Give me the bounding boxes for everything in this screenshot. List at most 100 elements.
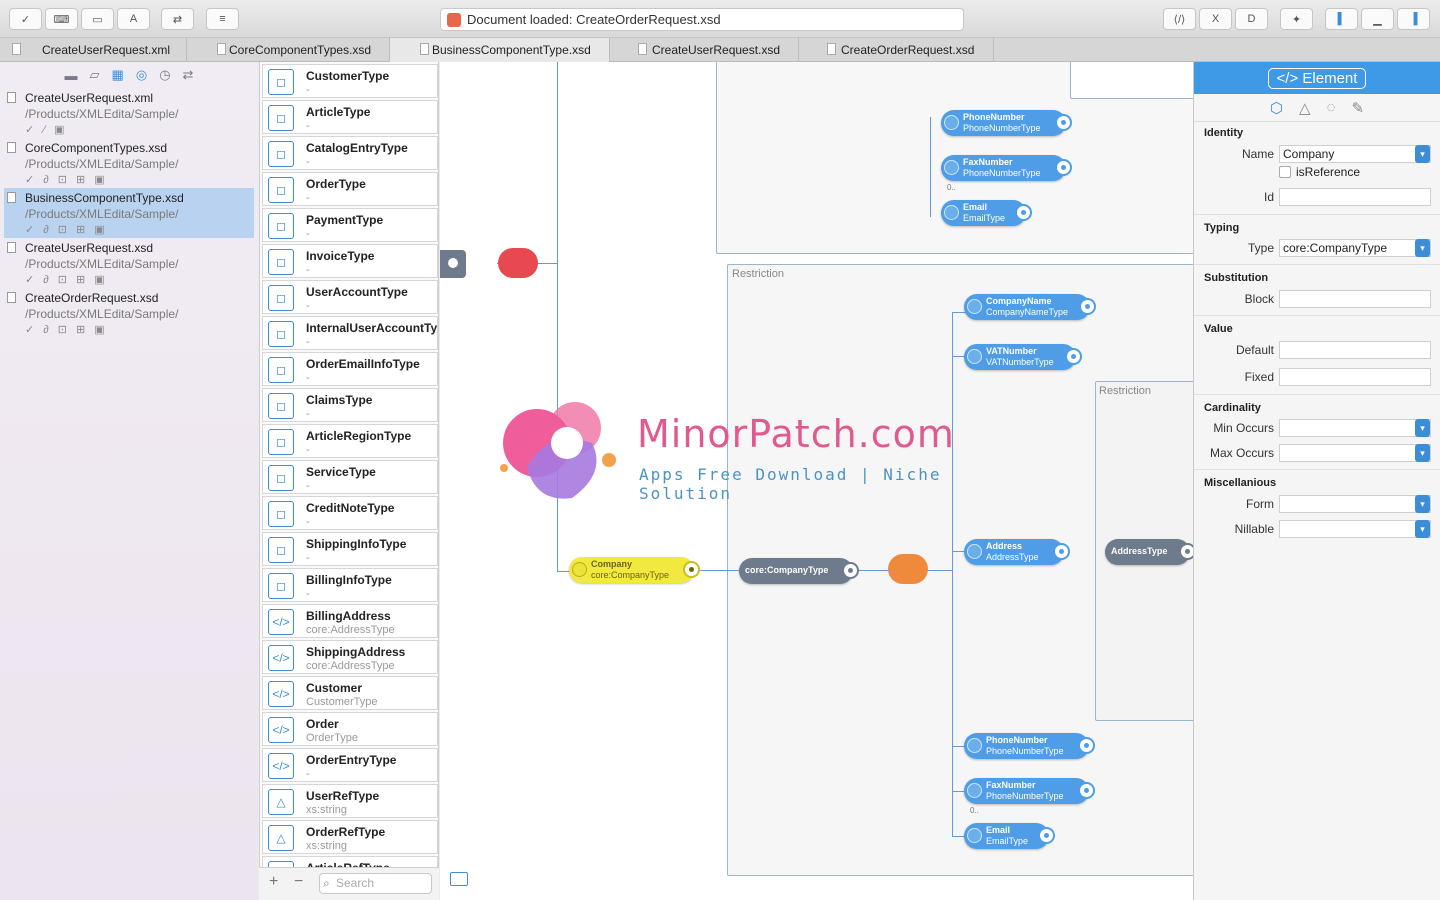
file-item[interactable]: CoreComponentTypes.xsd /Products/XMLEdit… [0, 138, 258, 188]
element-props-icon[interactable]: ⬡ [1269, 99, 1284, 117]
annotation-icon[interactable]: ✎ [1351, 99, 1365, 117]
xsl-transform-icon[interactable]: ✦ [1280, 8, 1313, 30]
clock-icon[interactable]: ◷ [159, 67, 171, 82]
drive-icon[interactable]: ▬ [64, 67, 78, 83]
chevron-down-icon[interactable]: ▾ [1415, 495, 1430, 513]
nillable-field[interactable]: ▾ [1279, 520, 1431, 538]
form-field[interactable]: ▾ [1279, 495, 1431, 513]
tab-createuserrequest-xsd[interactable]: CreateUserRequest.xsd [610, 38, 799, 62]
isreference-checkbox[interactable] [1279, 166, 1291, 178]
type-list-item[interactable]: ◻PaymentType- [262, 208, 438, 242]
search-input[interactable]: ⌕ Search [319, 873, 432, 894]
expand-icon[interactable] [1015, 204, 1032, 221]
type-list-item[interactable]: ◻OrderEmailInfoType- [262, 352, 438, 386]
globe-icon[interactable]: ◎ [135, 67, 148, 82]
type-list-item[interactable]: ◻ShippingInfoType- [262, 532, 438, 566]
panel-toggle-icon[interactable] [450, 872, 468, 886]
translate-icon[interactable]: ⇄ [161, 8, 194, 30]
type-list-item[interactable]: ◻InternalUserAccountTy|- [262, 316, 438, 350]
type-list-item[interactable]: ◻ServiceType- [262, 460, 438, 494]
validate-icon[interactable]: ✓ [9, 8, 42, 30]
chevron-down-icon[interactable]: ▾ [1415, 239, 1430, 257]
type-list-item[interactable]: ◻UserAccountType- [262, 280, 438, 314]
attributes-icon[interactable]: △ [1299, 99, 1311, 117]
root-element-node[interactable] [440, 250, 466, 278]
element-type-button[interactable]: </> Element [1267, 67, 1367, 89]
expand-icon[interactable] [1179, 543, 1193, 560]
node-core-companytype[interactable]: core:CompanyType [739, 558, 859, 584]
type-list-item[interactable]: ◻ArticleType- [262, 100, 438, 134]
left-panel-toggle-icon[interactable]: ▌ [1325, 8, 1358, 30]
indent-icon[interactable]: ≡ [206, 8, 239, 30]
type-list-item[interactable]: ◻CreditNoteType- [262, 496, 438, 530]
expand-icon[interactable] [1055, 114, 1072, 131]
min-occurs-field[interactable]: ▾ [1279, 419, 1431, 437]
expand-icon[interactable] [1038, 827, 1055, 844]
dtd-view-icon[interactable]: D [1235, 8, 1268, 30]
expand-icon[interactable] [1079, 298, 1096, 315]
max-occurs-field[interactable]: ▾ [1279, 444, 1431, 462]
expand-icon[interactable] [1065, 348, 1082, 365]
sync-icon[interactable]: ⇄ [182, 67, 194, 82]
id-field[interactable] [1279, 188, 1431, 206]
remove-icon[interactable]: − [294, 873, 304, 890]
type-list-item[interactable]: ◻InvoiceType- [262, 244, 438, 278]
tab-businesscomponenttype[interactable]: BusinessComponentType.xsd [390, 38, 610, 62]
type-list-item[interactable]: ◻ClaimsType- [262, 388, 438, 422]
calendar-icon[interactable]: ▦ [111, 67, 124, 82]
add-icon[interactable]: + [269, 873, 279, 890]
file-item[interactable]: CreateUserRequest.xsd /Products/XMLEdita… [0, 238, 258, 288]
file-item[interactable]: CreateOrderRequest.xsd /Products/XMLEdit… [0, 288, 258, 338]
type-list-item[interactable]: ◻CatalogEntryType- [262, 136, 438, 170]
tab-corecomponenttypes[interactable]: CoreComponentTypes.xsd [187, 38, 390, 62]
chevron-down-icon[interactable]: ▾ [1415, 145, 1430, 163]
type-list-item[interactable]: ◻OrderType- [262, 172, 438, 206]
type-field[interactable]: core:CompanyType▾ [1279, 239, 1431, 257]
file-item-selected[interactable]: BusinessComponentType.xsd /Products/XMLE… [4, 188, 254, 238]
tab-createuserrequest-xml[interactable]: CreateUserRequest.xml [0, 38, 187, 62]
chevron-down-icon[interactable]: ▾ [1415, 444, 1430, 462]
keyboard-icon[interactable]: ⌨ [45, 8, 78, 30]
type-list-item[interactable]: ◻BillingInfoType- [262, 568, 438, 602]
expand-icon[interactable] [842, 562, 859, 579]
name-field[interactable]: Company▾ [1279, 145, 1431, 163]
chevron-down-icon[interactable]: ▾ [1415, 520, 1430, 538]
bottom-panel-toggle-icon[interactable]: ▁ [1361, 8, 1394, 30]
fixed-field[interactable] [1279, 368, 1431, 386]
node-addresstype[interactable]: AddressType [1105, 539, 1193, 565]
sequence-compositor-icon[interactable] [498, 248, 538, 278]
block-field[interactable] [1279, 290, 1431, 308]
expand-icon[interactable] [1078, 737, 1095, 754]
type-list-item[interactable]: ◻CustomerType- [262, 64, 438, 98]
default-field[interactable] [1279, 341, 1431, 359]
xsd-view-icon[interactable]: X [1199, 8, 1232, 30]
tab-createorderrequest-xsd[interactable]: CreateOrderRequest.xsd [799, 38, 994, 62]
facets-icon[interactable]: ◌ [1326, 99, 1336, 116]
file-item[interactable]: CreateUserRequest.xml /Products/XMLEdita… [0, 88, 258, 138]
right-panel-toggle-icon[interactable]: ▐ [1397, 8, 1430, 30]
expand-icon[interactable] [683, 561, 700, 578]
sequence-compositor-icon[interactable] [888, 554, 928, 584]
type-list-item[interactable]: </>OrderEntryType- [262, 748, 438, 782]
text-format-icon[interactable]: A [117, 8, 150, 30]
expand-icon[interactable] [1055, 159, 1072, 176]
window-icon[interactable]: ▭ [81, 8, 114, 30]
expand-icon[interactable] [1053, 543, 1070, 560]
folder-icon[interactable]: ▱ [89, 67, 100, 82]
